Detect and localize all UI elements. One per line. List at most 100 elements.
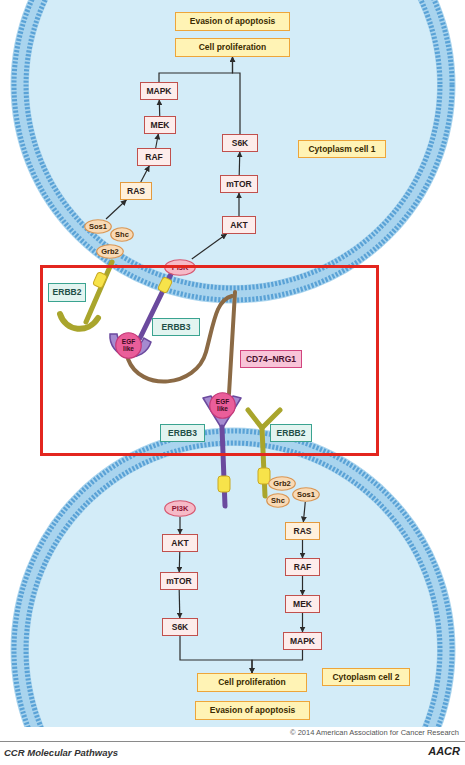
- compartment-box: Cytoplasm cell 2: [322, 668, 410, 686]
- lipid-heads: [26, 443, 440, 765]
- protein-box: MAPK: [140, 82, 178, 100]
- outcome-box: Evasion of apoptosis: [195, 701, 310, 720]
- node-ellipse: [267, 494, 290, 508]
- node-ellipse: [111, 228, 134, 242]
- protein-box: RAF: [137, 148, 171, 166]
- node-text: RAF: [294, 563, 311, 572]
- protein-box: RAS: [285, 522, 320, 540]
- node-text: mTOR: [226, 180, 251, 189]
- footer-band: [0, 727, 465, 765]
- signal-arrow: [252, 650, 303, 673]
- node-ellipse: [293, 488, 320, 502]
- node-ellipse: [165, 501, 196, 517]
- fusion-protein-box: CD74–NRG1: [240, 350, 302, 368]
- node-text: RAF: [145, 153, 162, 162]
- lipid-heads: [26, 0, 440, 288]
- compartment-box: Cytoplasm cell 1: [298, 140, 386, 158]
- node-text: Cell proliferation: [218, 678, 286, 687]
- node-text: S6K: [232, 139, 249, 148]
- node-text: ERBB3: [162, 323, 191, 332]
- node-text: Cytoplasm cell 2: [332, 673, 399, 682]
- erbb2-receptor: [60, 314, 98, 329]
- node-text: S6K: [172, 623, 189, 632]
- signal-arrow: [159, 100, 161, 116]
- node-text: PI3K: [172, 264, 189, 272]
- protein-box: MEK: [144, 116, 176, 134]
- kinase-oval: PI3K: [164, 500, 196, 517]
- signal-arrow: [302, 576, 303, 595]
- node-text: MEK: [293, 600, 312, 609]
- kinase-domain: [258, 468, 270, 484]
- node-text: Evasion of apoptosis: [210, 706, 296, 715]
- protein-box: AKT: [222, 216, 256, 234]
- node-ellipse: [85, 220, 112, 234]
- node-text: ERBB3: [168, 429, 197, 438]
- signal-arrow: [180, 636, 252, 673]
- kinase-domain: [157, 277, 172, 294]
- node-text: MEK: [151, 121, 170, 130]
- node-text: EGF like: [120, 339, 138, 353]
- outcome-box: Evasion of apoptosis: [175, 12, 290, 31]
- adaptor-oval: Shc: [266, 493, 290, 508]
- node-text: Shc: [271, 497, 285, 505]
- journal-section: CCR Molecular Pathways: [4, 747, 118, 758]
- signal-arrow: [179, 590, 181, 618]
- signal-arrow: [141, 166, 149, 182]
- protein-box: MAPK: [283, 632, 322, 650]
- membrane-band: [20, 0, 446, 294]
- erbb2-receptor: [262, 428, 265, 496]
- cytoplasm-fill: [29, 0, 437, 285]
- signal-arrow: [159, 57, 233, 82]
- node-text: Evasion of apoptosis: [190, 17, 276, 26]
- copyright-note: © 2014 American Association for Cancer R…: [290, 728, 459, 737]
- highlight-frame: [42, 267, 378, 455]
- ligand-circle: EGF like: [209, 392, 236, 419]
- fusion-protein-chain: [229, 292, 235, 394]
- signal-arrow: [156, 134, 159, 148]
- adaptor-oval: Sos1: [84, 219, 112, 234]
- node-text: Grb2: [273, 480, 291, 488]
- node-text: RAS: [127, 187, 145, 196]
- kinase-domain: [93, 272, 108, 289]
- node-text: ERBB2: [277, 429, 306, 438]
- cell-1: [14, 0, 452, 300]
- protein-box: S6K: [222, 134, 258, 152]
- node-text: AKT: [171, 539, 188, 548]
- receptor-label: ERBB2: [270, 424, 312, 442]
- node-text: mTOR: [166, 577, 191, 586]
- node-ellipse: [165, 260, 196, 276]
- footer-rule: [0, 741, 465, 742]
- node-text: Grb2: [101, 248, 119, 256]
- receptor-label: ERBB3: [160, 424, 205, 442]
- signal-arrow: [179, 552, 181, 572]
- cytoplasm-fill: [29, 446, 437, 765]
- fusion-protein-chain: [128, 296, 232, 382]
- cell-2: [14, 431, 452, 765]
- top-receptors: [60, 262, 235, 394]
- adaptor-oval: Grb2: [268, 476, 296, 491]
- node-ellipse: [269, 477, 296, 491]
- protein-box: RAS: [120, 182, 152, 200]
- node-text: Sos1: [89, 223, 107, 231]
- node-ellipse: [116, 333, 142, 359]
- node-text: CD74–NRG1: [246, 355, 296, 364]
- adaptor-oval: Sos1: [292, 487, 320, 502]
- protein-box: mTOR: [220, 175, 258, 193]
- outcome-box: Cell proliferation: [175, 38, 290, 57]
- signal-arrow: [192, 234, 227, 259]
- protein-box: RAF: [285, 558, 320, 576]
- node-text: RAS: [294, 527, 312, 536]
- protein-box: S6K: [162, 618, 198, 636]
- signal-arrow: [303, 502, 305, 522]
- lipid-heads: [14, 431, 452, 765]
- erbb2-receptor: [86, 262, 112, 322]
- signal-arrow: [233, 57, 241, 134]
- receptor-label: ERBB3: [152, 318, 200, 336]
- node-text: Cytoplasm cell 1: [308, 145, 375, 154]
- signal-arrow: [239, 152, 241, 175]
